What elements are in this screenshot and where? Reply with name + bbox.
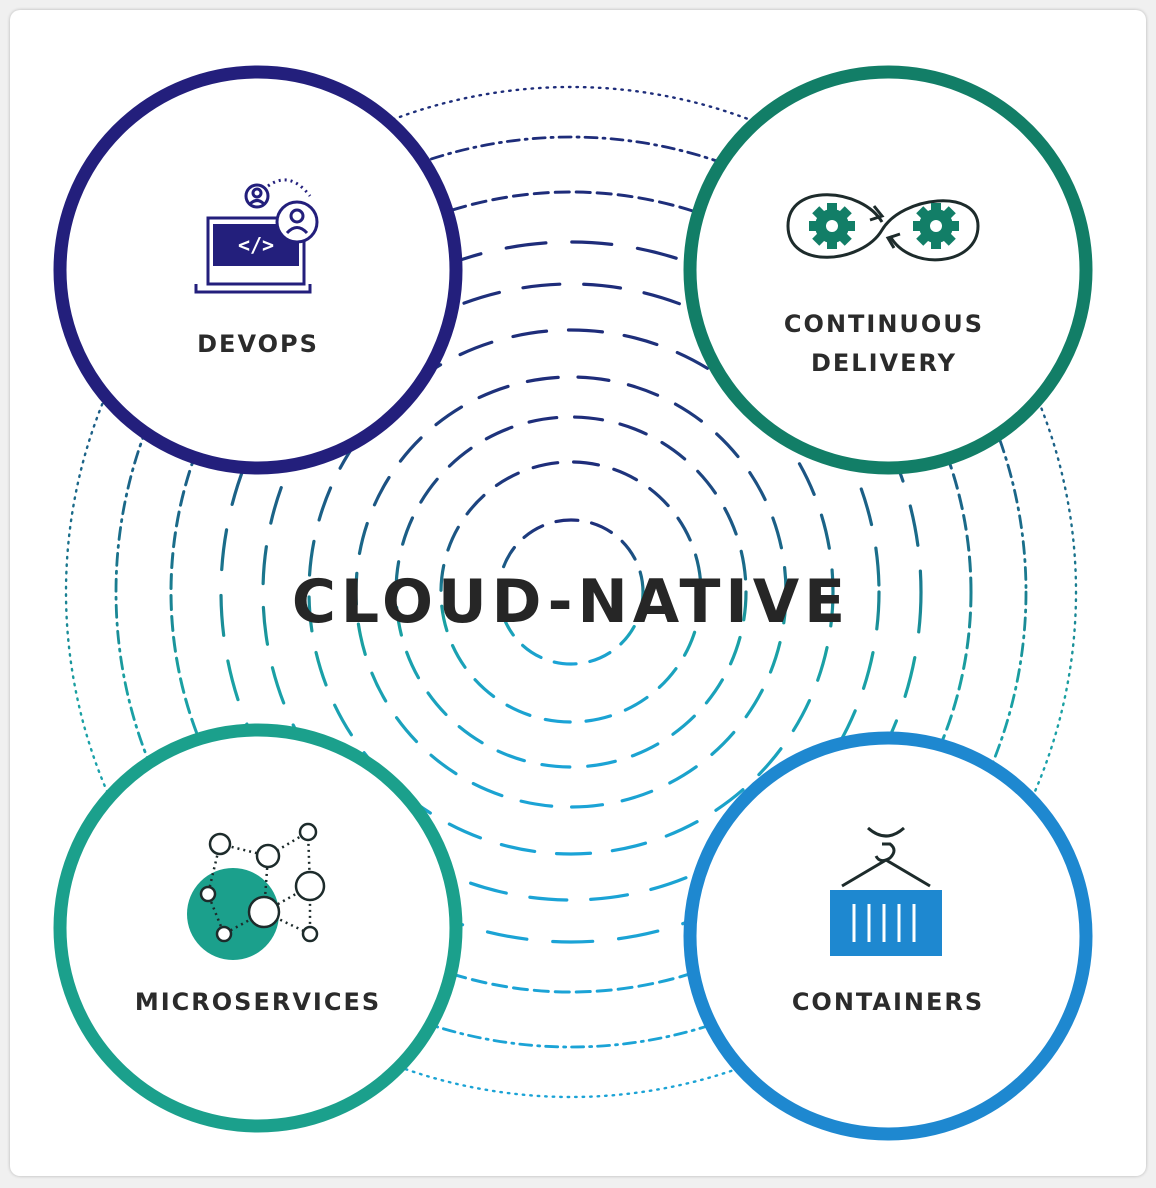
- microservices-label: MICROSERVICES: [135, 988, 381, 1016]
- svg-text:</>: </>: [238, 233, 274, 257]
- cloud-native-diagram: </> DEVOPS: [53, 65, 1093, 1141]
- continuous-delivery-label-line1: CONTINUOUS: [784, 310, 984, 338]
- containers-label: CONTAINERS: [792, 988, 984, 1016]
- diagram-card: </> DEVOPS: [10, 10, 1146, 1176]
- ring-1: [497, 518, 645, 666]
- ring-5: [307, 328, 835, 856]
- devops-label: DEVOPS: [197, 330, 319, 358]
- node-containers: CONTAINERS: [683, 731, 1093, 1141]
- node-microservices: MICROSERVICES: [53, 723, 463, 1133]
- laptop-code-people-icon: </>: [194, 178, 319, 294]
- ring-2: [439, 460, 703, 724]
- continuous-delivery-label-line2: DELIVERY: [811, 349, 957, 377]
- continuous-delivery-circle: [683, 65, 1093, 475]
- infinity-gears-icon: [786, 193, 980, 262]
- ring-4: [354, 375, 788, 809]
- shipping-container-crane-icon: [830, 826, 942, 956]
- ring-9: [114, 135, 1028, 1049]
- ring-7: [219, 240, 923, 944]
- node-devops: </> DEVOPS: [53, 65, 463, 475]
- ring-3: [394, 415, 748, 769]
- ring-6: [261, 282, 881, 902]
- center-title: CLOUD-NATIVE: [292, 567, 850, 637]
- network-nodes-icon: [187, 822, 326, 960]
- ring-8: [169, 190, 973, 994]
- devops-circle: [53, 65, 463, 475]
- node-continuous-delivery: CONTINUOUS DELIVERY: [683, 65, 1093, 475]
- concentric-rings: [64, 85, 1078, 1099]
- ring-10: [64, 85, 1078, 1099]
